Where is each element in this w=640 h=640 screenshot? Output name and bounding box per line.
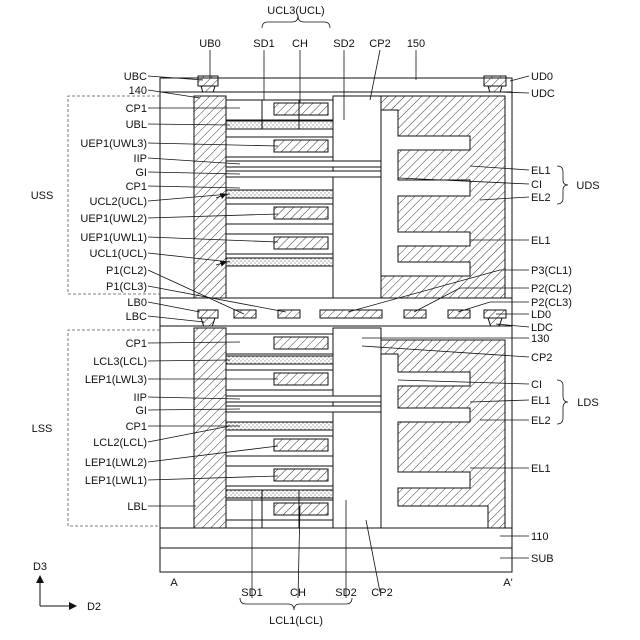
left-label-12: P1(CL2) — [106, 265, 147, 277]
left-label-1: 140 — [129, 85, 147, 97]
left-label-3: UBL — [126, 119, 147, 131]
top-label-cp2: CP2 — [369, 38, 390, 50]
right-label-13: CI — [531, 379, 542, 391]
left-label-5: IIP — [134, 153, 147, 165]
left-label-7: CP1 — [126, 181, 147, 193]
bottom-label-sd2: SD2 — [335, 587, 356, 599]
left-label-19: IIP — [134, 392, 147, 404]
right-label-6: P3(CL1) — [531, 265, 572, 277]
middle-pad-layer — [198, 310, 506, 327]
left-label-2: CP1 — [126, 103, 147, 115]
left-label-21: CP1 — [126, 421, 147, 433]
lds-brace — [557, 380, 568, 424]
top-label-sd1: SD1 — [253, 38, 274, 50]
section-end-a-prime: A' — [503, 577, 512, 589]
left-label-13: P1(CL3) — [106, 281, 147, 293]
lower-electrode-comb — [381, 340, 505, 528]
right-label-2: EL1 — [531, 165, 551, 177]
right-label-8: P2(CL3) — [531, 297, 572, 309]
right-label-3: CI — [531, 179, 542, 191]
left-label-10: UEP1(UWL1) — [80, 232, 147, 244]
right-label-7: P2(CL2) — [531, 283, 572, 295]
upper-cp2 — [333, 96, 381, 298]
right-label-18: SUB — [531, 553, 554, 565]
bottom-label-sd1: SD1 — [241, 587, 262, 599]
top-group-label: UCL3(UCL) — [267, 5, 324, 17]
bottom-group-label: LCL1(LCL) — [269, 615, 323, 627]
right-label-1: UDC — [531, 88, 555, 100]
right-label-16: EL1 — [531, 463, 551, 475]
right-label-12: CP2 — [531, 352, 552, 364]
left-label-6: GI — [135, 167, 147, 179]
bottom-label-cp2: CP2 — [371, 587, 392, 599]
left-label-8: UCL2(UCL) — [90, 196, 147, 208]
left-label-18: LEP1(LWL3) — [85, 374, 147, 386]
right-label-11: 130 — [531, 333, 549, 345]
top-label-sd2: SD2 — [333, 38, 354, 50]
right-label-9: LD0 — [531, 309, 551, 321]
uds-brace — [557, 166, 568, 204]
left-label-24: LEP1(LWL1) — [85, 475, 147, 487]
group-uss: USS — [31, 190, 54, 202]
left-label-22: LCL2(LCL) — [93, 437, 147, 449]
group-lds: LDS — [577, 397, 598, 409]
left-label-25: LBL — [127, 501, 147, 513]
right-label-14: EL1 — [531, 395, 551, 407]
bottom-label-ch: CH — [290, 587, 306, 599]
left-label-15: LBC — [126, 311, 147, 323]
top-label-ch: CH — [292, 38, 308, 50]
top-label-150: 150 — [407, 38, 425, 50]
right-label-4: EL2 — [531, 192, 551, 204]
left-label-11: UCL1(UCL) — [90, 248, 147, 260]
section-end-a: A — [170, 577, 178, 589]
lcl1-brace — [240, 598, 352, 610]
axis-d2-label: D2 — [87, 601, 101, 613]
left-label-0: UBC — [124, 71, 147, 83]
upper-drain-pad — [484, 76, 506, 86]
axis-d3-label: D3 — [33, 561, 47, 573]
left-label-23: LEP1(LWL2) — [85, 457, 147, 469]
right-label-0: UD0 — [531, 71, 553, 83]
right-label-5: EL1 — [531, 235, 551, 247]
group-uds: UDS — [576, 180, 599, 192]
upper-bit-pad — [198, 76, 218, 86]
right-label-17: 110 — [531, 531, 549, 543]
left-label-17: LCL3(LCL) — [93, 356, 147, 368]
left-label-9: UEP1(UWL2) — [80, 213, 147, 225]
ucl3-brace — [262, 16, 330, 28]
layer-110 — [160, 528, 512, 548]
left-label-14: LB0 — [127, 297, 147, 309]
top-label-ub0: UB0 — [199, 38, 220, 50]
left-label-20: GI — [135, 405, 147, 417]
left-label-4: UEP1(UWL3) — [80, 138, 147, 150]
substrate — [160, 548, 512, 572]
left-label-16: CP1 — [126, 338, 147, 350]
right-label-15: EL2 — [531, 415, 551, 427]
lower-cp2 — [333, 328, 381, 528]
group-lss: LSS — [32, 423, 53, 435]
